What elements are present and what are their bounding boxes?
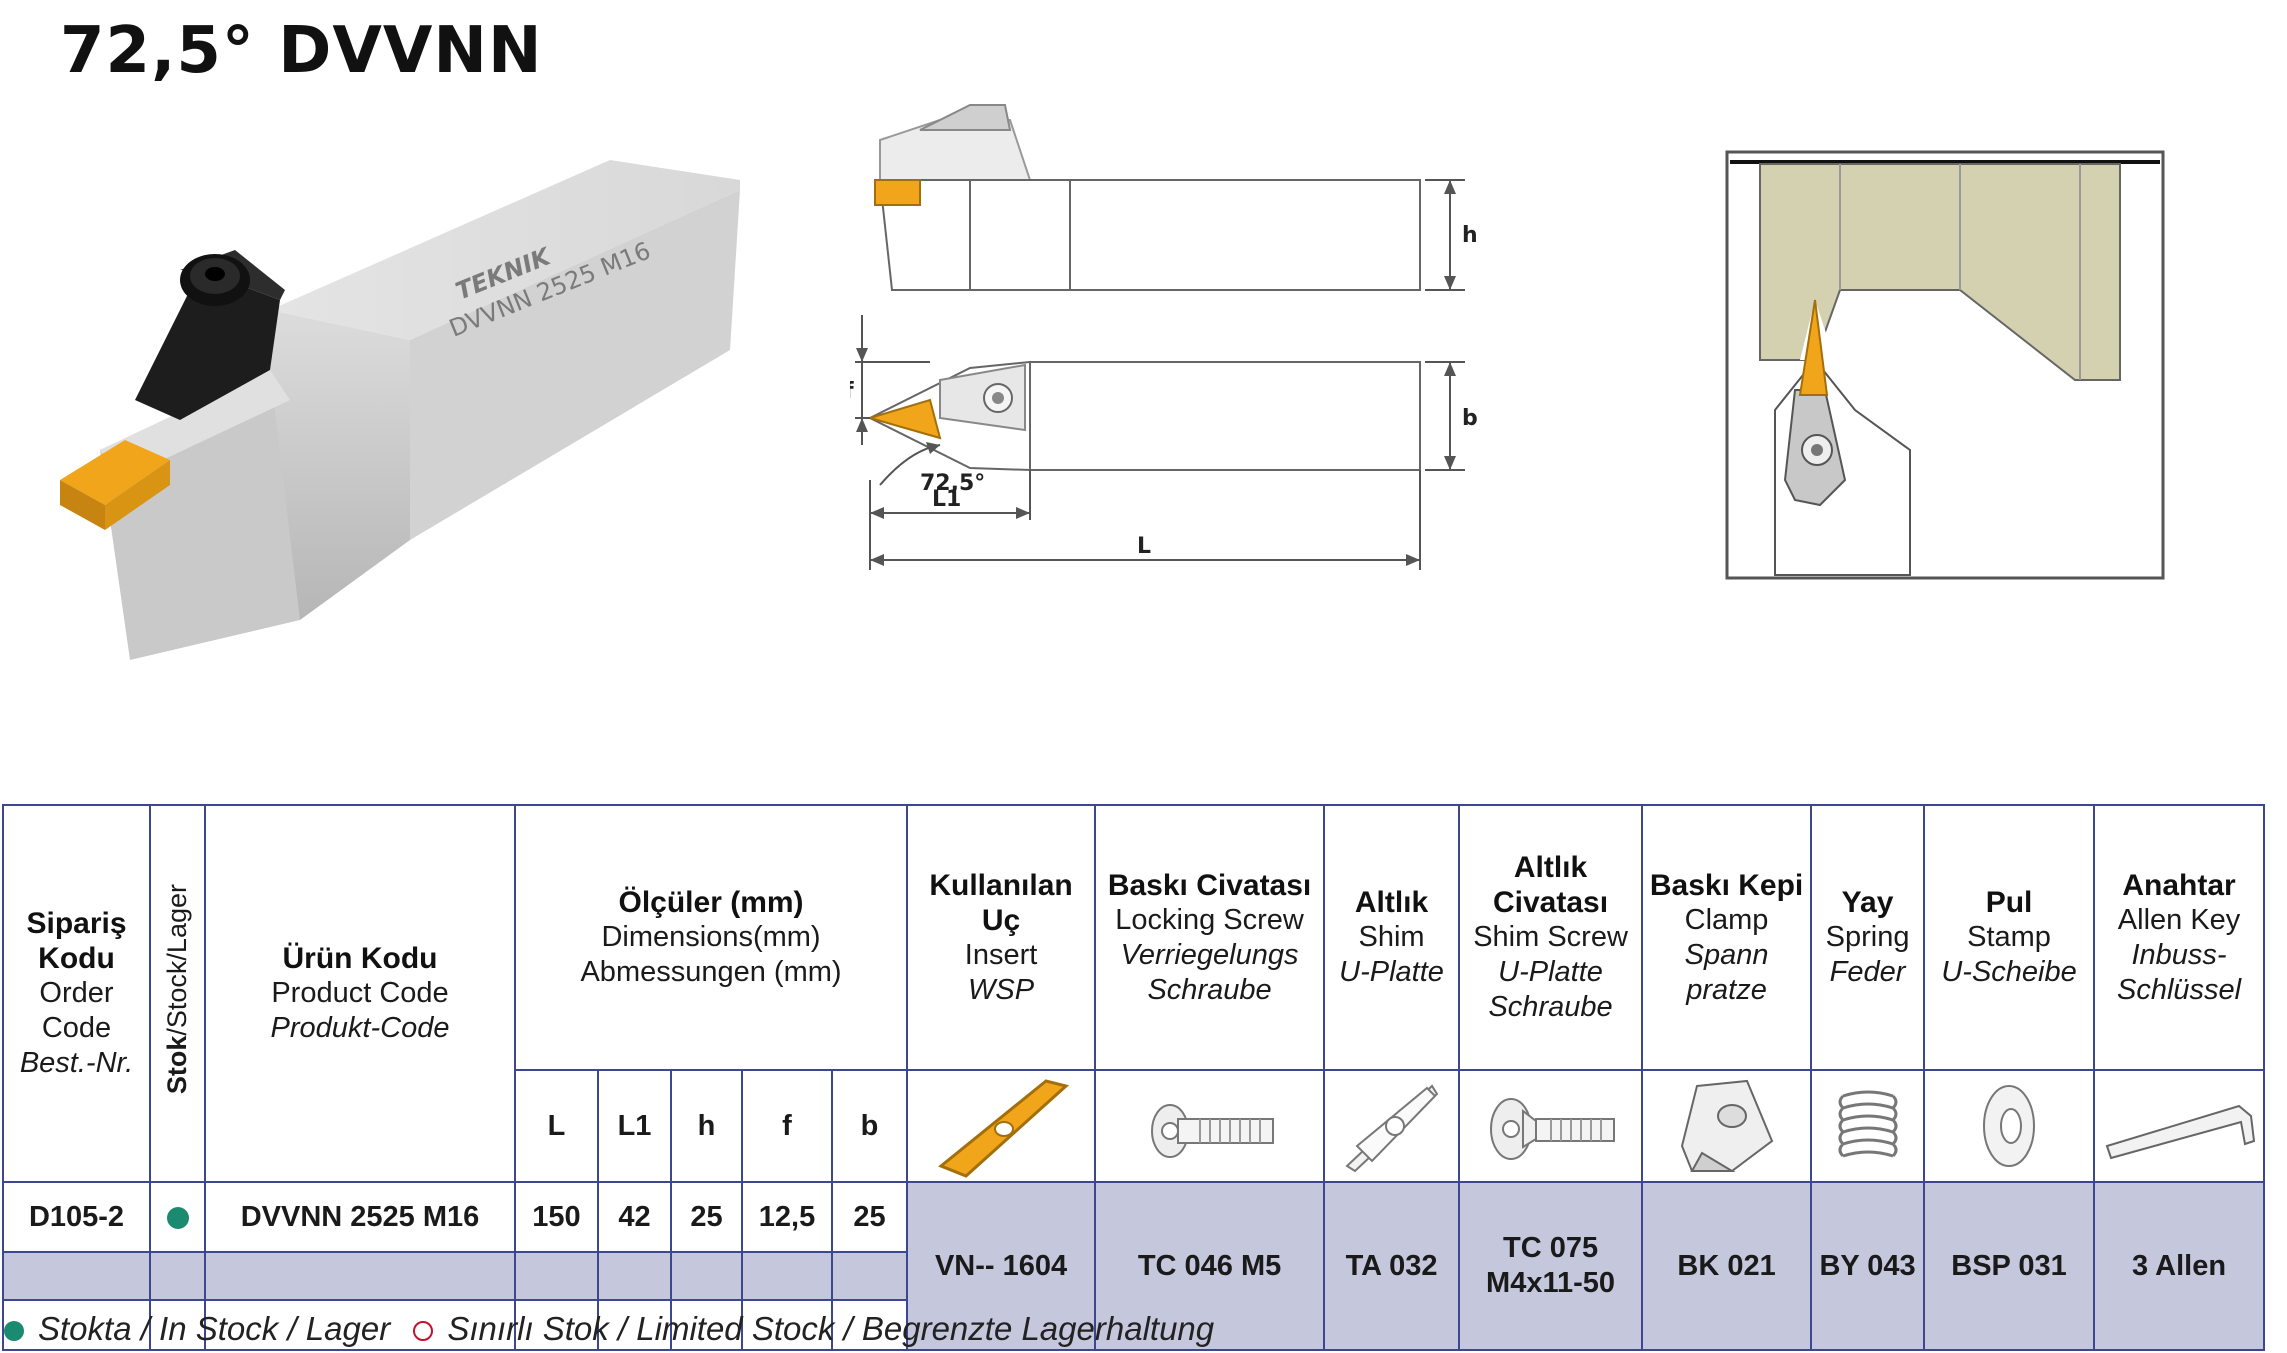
dim-letter-b: b [830,1069,909,1183]
part-locking-screw: TC 046 M5 [1094,1181,1326,1351]
cell-dim-b: 25 [830,1181,909,1253]
header-spring: Yay Spring Feder [1810,804,1926,1071]
spring-icon [1838,1090,1898,1158]
shim-icon [1344,1084,1438,1173]
header-clamp: Baskı Kepi Clamp Spann pratze [1641,804,1813,1071]
part-spring: BY 043 [1810,1181,1926,1351]
tool-holder-photo: TEKNIK DVVNN 2525 M16 [60,160,740,660]
empty-cell [514,1251,599,1301]
legend-in-stock: Stokta / In Stock / Lager [38,1310,391,1347]
empty-cell [597,1299,672,1351]
dimension-drawing: h b f 72,5° L1 L [850,104,1478,570]
label-l1: L1 [932,487,961,512]
empty-cell [204,1251,516,1301]
header-shim: Altlık Shim U-Platte [1323,804,1461,1071]
in-stock-dot [4,1321,24,1342]
spring-illustration [1810,1069,1926,1183]
header-insert: Kullanılan Uç Insert WSP [906,804,1097,1071]
washer-icon [1983,1085,2036,1167]
spec-table: Sipariş Kodu Order Code Best.-Nr. Stok/S… [2,804,2266,1351]
label-l: L [1137,534,1151,559]
empty-cell [741,1251,833,1301]
dim-letter-h: h [670,1069,743,1183]
clamp-icon [1680,1079,1773,1172]
empty-cell [670,1299,743,1351]
clamp-illustration [1641,1069,1813,1183]
limited-stock-dot [413,1321,434,1342]
locking-screw-illustration [1094,1069,1326,1183]
allen-key-illustration [2093,1069,2266,1183]
allen-key-icon [2105,1104,2256,1160]
legend-limited-stock: Sınırlı Stok / Limited Stock / Begrenzte… [447,1310,1215,1347]
part-shim: TA 032 [1323,1181,1461,1351]
empty-cell [741,1299,833,1351]
empty-cell [2,1251,151,1301]
empty-cell [204,1299,516,1351]
empty-cell [149,1299,206,1351]
shim-illustration [1323,1069,1461,1183]
cell-dim-f: 12,5 [741,1181,833,1253]
shim-screw-illustration [1458,1069,1644,1183]
cell-dim-l: 150 [514,1181,599,1253]
dim-letter-l1: L1 [597,1069,672,1183]
empty-cell [149,1251,206,1301]
header-order-code: Sipariş Kodu Order Code Best.-Nr. [2,804,151,1183]
in-stock-indicator [166,1206,189,1229]
empty-cell [597,1251,672,1301]
header-product-code: Ürün Kodu Product Code Produkt-Code [204,804,516,1183]
label-f: f [850,379,854,404]
stock-legend: Stokta / In Stock / Lager Sınırlı Stok /… [4,1310,1214,1348]
label-b: b [1462,406,1478,431]
part-clamp: BK 021 [1641,1181,1813,1351]
part-shim-screw: TC 075 M4x11-50 [1458,1181,1644,1351]
screw-icon [1150,1104,1274,1158]
empty-cell [830,1251,909,1301]
insert-icon [938,1079,1070,1178]
dim-letter-l: L [514,1069,599,1183]
part-insert: VN-- 1604 [906,1181,1097,1351]
part-stamp: BSP 031 [1923,1181,2096,1351]
cell-product-code: DVVNN 2525 M16 [204,1181,516,1253]
cell-stock [149,1181,206,1253]
empty-cell [830,1299,909,1351]
countersunk-screw-icon [1489,1098,1615,1160]
header-dimensions: Ölçüler (mm) Dimensions(mm) Abmessungen … [513,804,909,1071]
page-title: 72,5° DVVNN [60,14,543,88]
header-stock: Stok/Stock/Lager [149,804,206,1183]
empty-cell [670,1251,743,1301]
label-h: h [1462,223,1478,248]
cell-dim-h: 25 [670,1181,743,1253]
insert-illustration [906,1069,1097,1183]
empty-cell [514,1299,599,1351]
header-allen-key: Anahtar Allen Key Inbuss-Schlüssel [2093,804,2266,1071]
application-view [1725,150,2165,580]
header-locking-screw: Baskı Civatası Locking Screw Verriegelun… [1094,804,1326,1071]
header-stamp: Pul Stamp U-Scheibe [1923,804,2096,1071]
stamp-illustration [1923,1069,2096,1183]
label-angle: 72,5° [920,471,985,496]
dim-letter-f: f [741,1069,833,1183]
empty-cell [2,1299,151,1351]
part-allen-key: 3 Allen [2093,1181,2266,1351]
header-shim-screw: Altlık Civatası Shim Screw U-Platte Schr… [1458,804,1644,1071]
cell-order-code: D105-2 [2,1181,151,1253]
cell-dim-l1: 42 [597,1181,672,1253]
